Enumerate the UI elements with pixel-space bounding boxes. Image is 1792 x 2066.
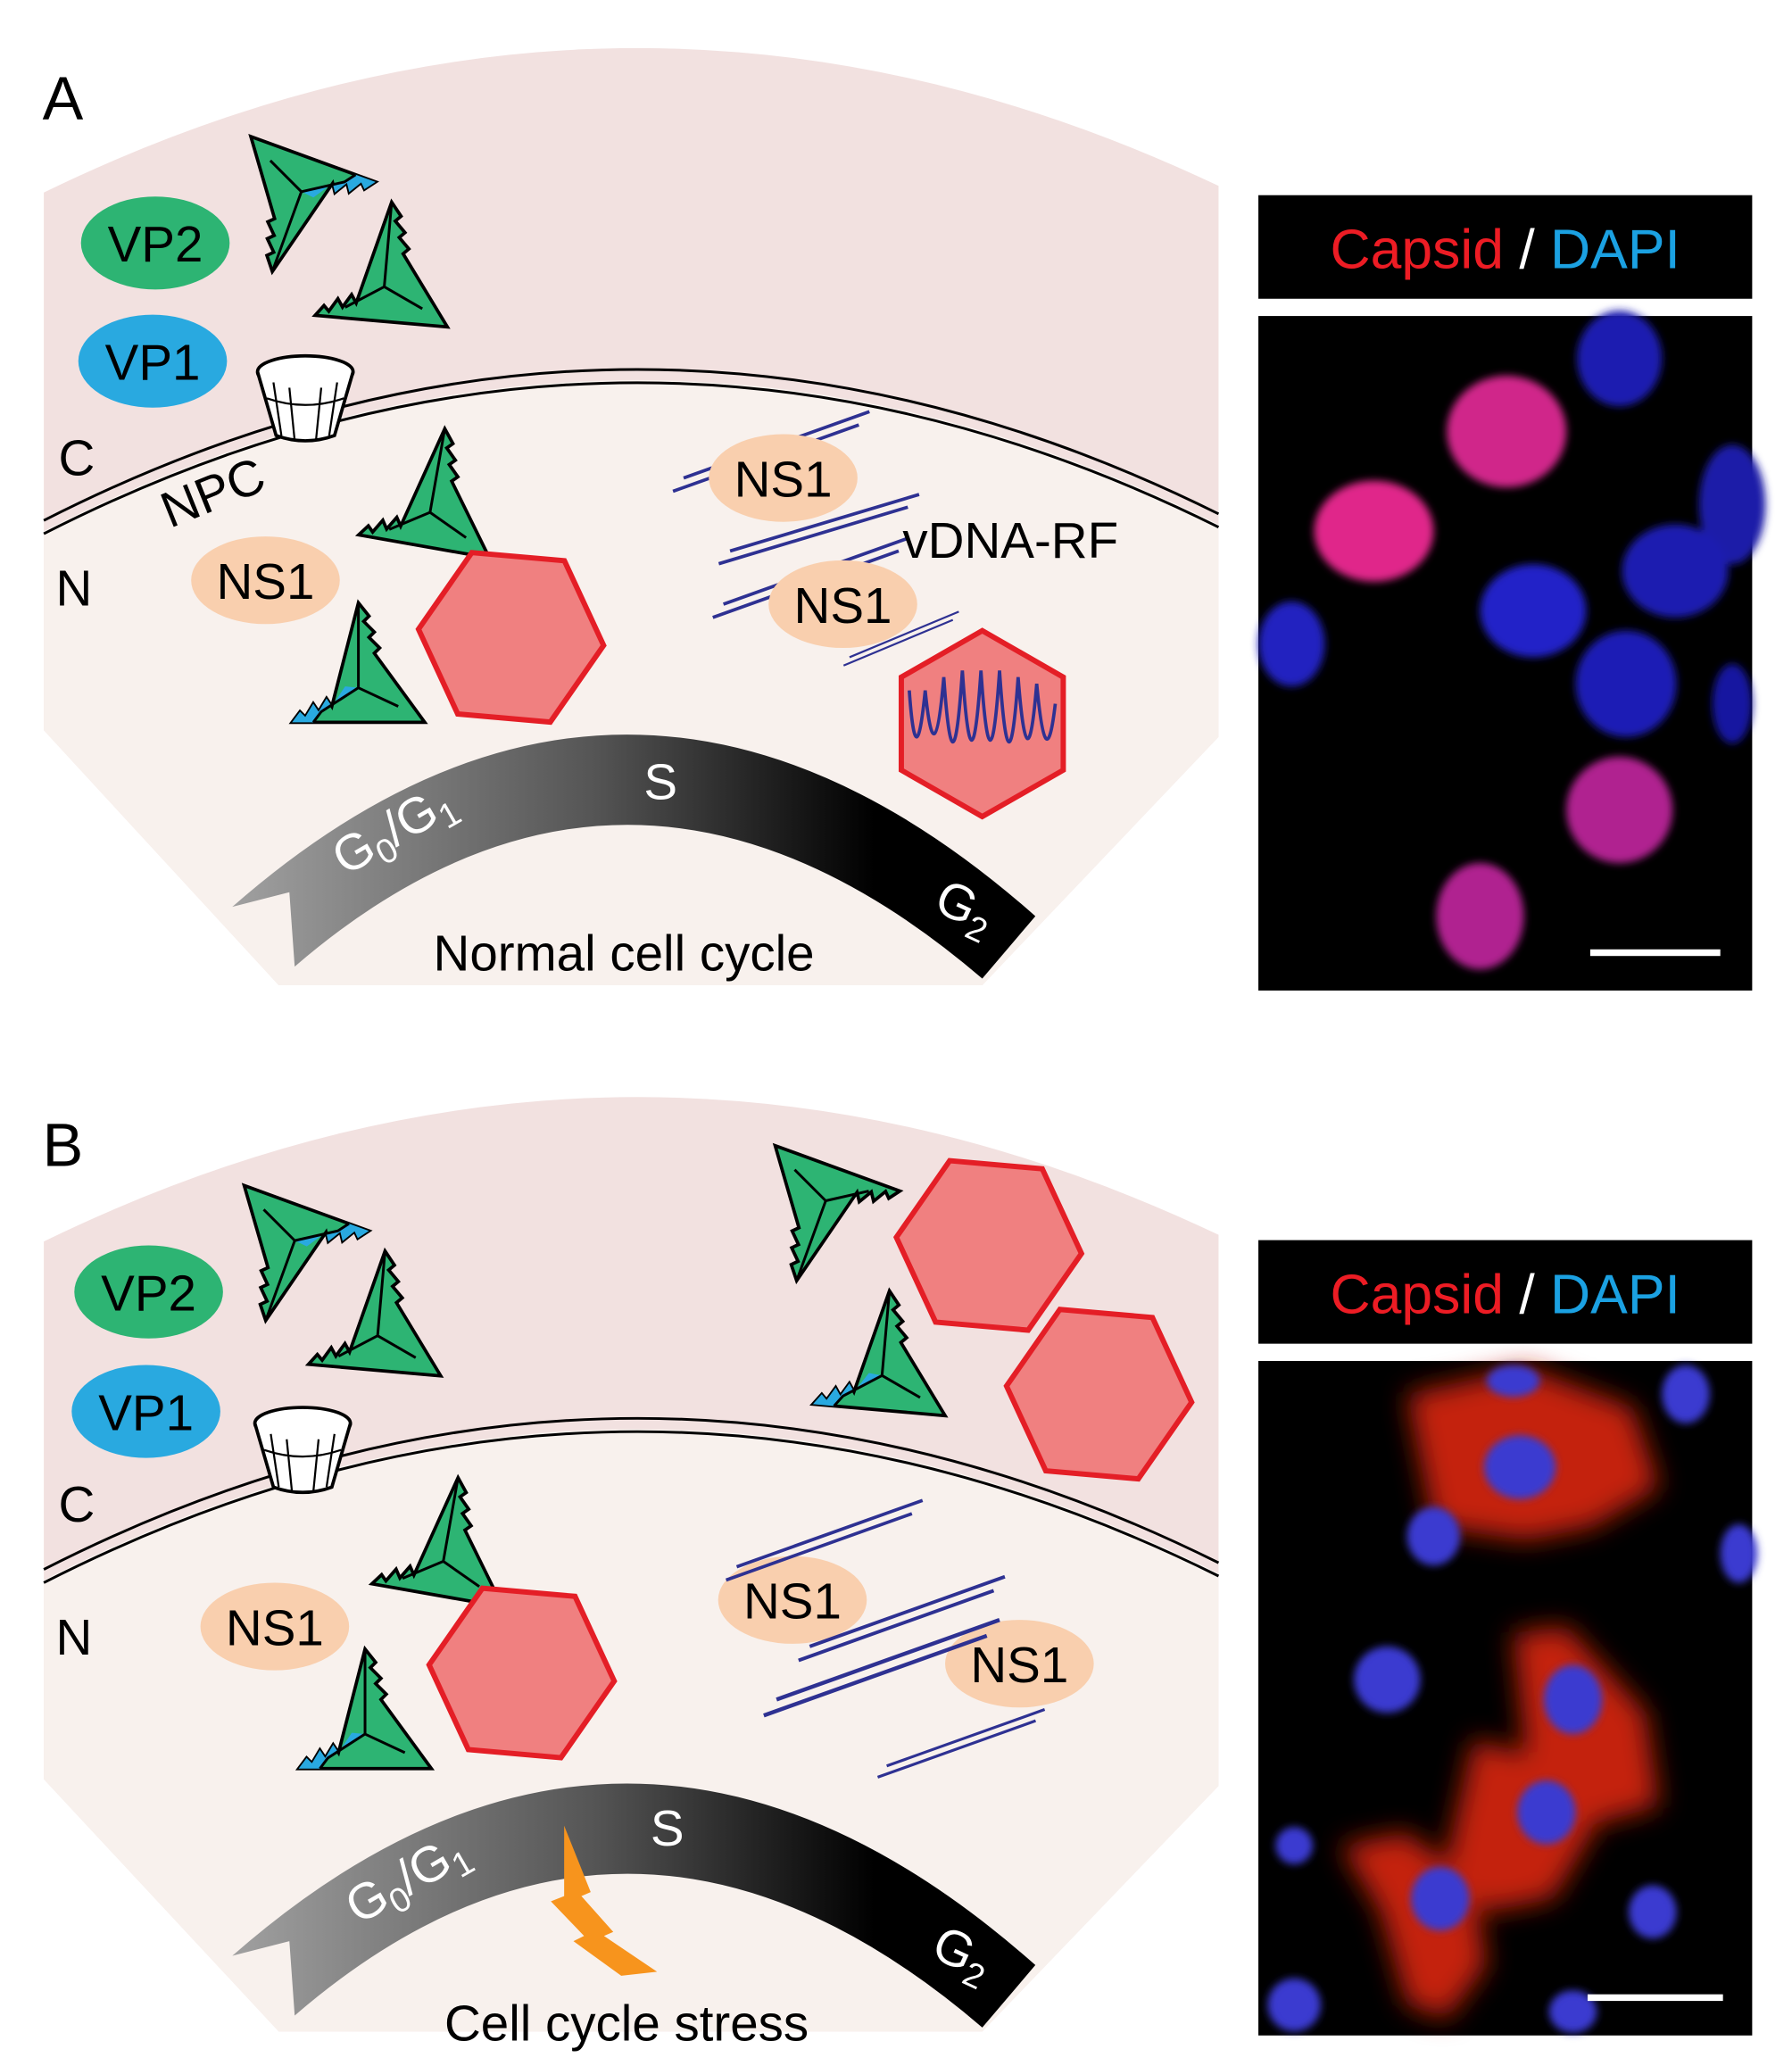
micrograph-image xyxy=(1258,311,1766,991)
micrograph-image xyxy=(1258,1360,1758,2036)
vp2-badge xyxy=(80,196,230,290)
cell-cycle-caption: Cell cycle stress xyxy=(444,1995,809,2052)
micrograph-title: Capsid / DAPI xyxy=(1331,1263,1680,1325)
cell-cycle-arrow xyxy=(232,734,1036,979)
vp1-label: VP1 xyxy=(105,335,201,391)
panel-letter: B xyxy=(43,1111,84,1179)
vp1-badge xyxy=(71,1365,220,1458)
nuclear-envelope xyxy=(43,1416,1220,1584)
vp1-label: VP1 xyxy=(98,1384,194,1440)
s-phase-label: S xyxy=(643,754,677,810)
panel-b: B VP2 VP1 C N NS1 NS1 NS1 G0/G1 S G2 Cel… xyxy=(43,1097,1758,2052)
panel-a: A VP2 VP1 C N NPC NS1 NS1 NS1 vDNA-RF G0… xyxy=(43,47,1766,991)
vp1-badge xyxy=(78,314,228,408)
nuclear-envelope xyxy=(43,368,1220,535)
ns1-label: NS1 xyxy=(743,1573,842,1630)
micrograph-header xyxy=(1258,195,1753,299)
nucleus-label: N xyxy=(55,560,92,616)
ns1-badge xyxy=(200,1582,350,1671)
micrograph-header xyxy=(1258,1240,1753,1344)
ns1-label: NS1 xyxy=(794,577,892,634)
packaged-dna-icon xyxy=(908,670,1058,744)
ns1-label: NS1 xyxy=(226,1599,324,1655)
cytoplasm-label: C xyxy=(58,430,95,486)
scale-bar xyxy=(1589,949,1721,957)
vdna-rf-label: vDNA-RF xyxy=(902,512,1118,568)
nucleus xyxy=(44,1429,1219,2032)
ns1-label: NS1 xyxy=(734,451,833,507)
scale-bar xyxy=(1587,1994,1723,2002)
cytoplasm-label: C xyxy=(58,1476,95,1532)
cell-cycle-caption: Normal cell cycle xyxy=(434,925,815,982)
ns1-badge xyxy=(191,536,340,625)
micrograph-title: Capsid / DAPI xyxy=(1331,219,1680,281)
ns1-label: NS1 xyxy=(970,1637,1068,1693)
vp2-label: VP2 xyxy=(101,1265,196,1321)
s-phase-label: S xyxy=(651,1800,684,1856)
ns1-badge xyxy=(709,434,858,522)
ns1-badge xyxy=(768,560,917,649)
vp2-label: VP2 xyxy=(108,216,203,272)
nucleus-label: N xyxy=(55,1609,92,1665)
ns1-label: NS1 xyxy=(217,553,315,610)
stress-lightning-icon xyxy=(551,1825,658,1976)
panel-letter: A xyxy=(43,65,84,133)
ns1-badge xyxy=(945,1620,1094,1708)
vp2-badge xyxy=(74,1245,223,1339)
ns1-badge xyxy=(718,1556,867,1644)
cell-cycle-arrow xyxy=(232,1783,1036,2028)
